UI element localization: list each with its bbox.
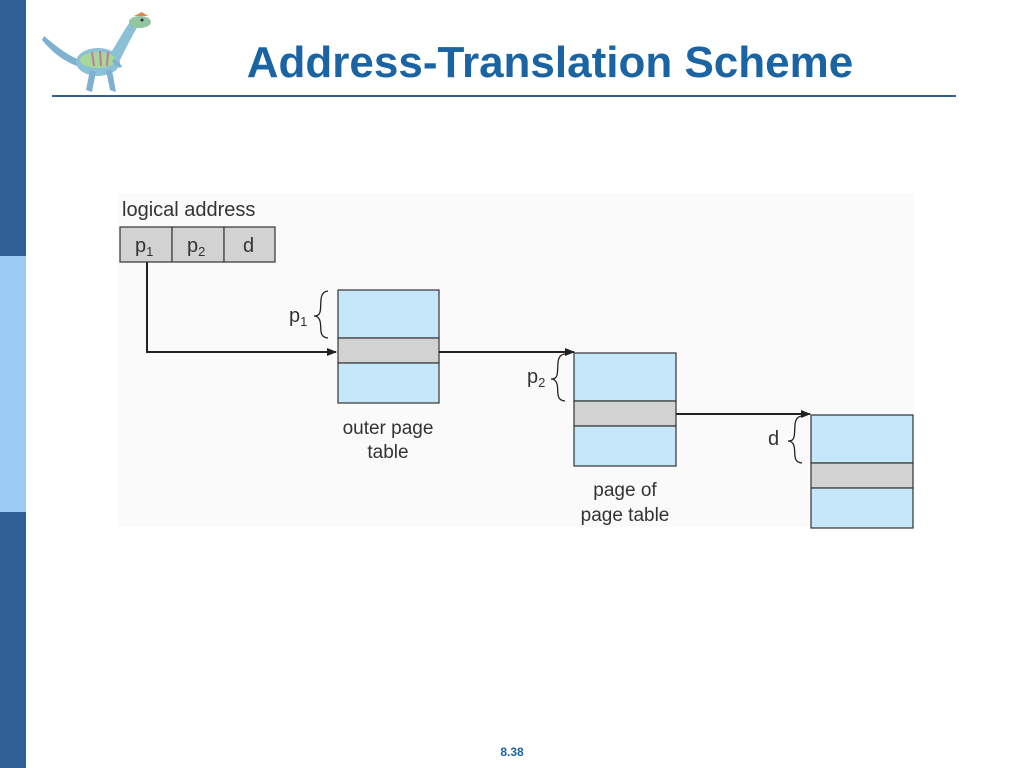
side-bar-top xyxy=(0,0,26,256)
outer-table-caption-2: table xyxy=(367,442,408,463)
outer-table-entry xyxy=(337,337,440,364)
outer-page-table xyxy=(337,289,440,404)
outer-table-index-label: p1 xyxy=(289,305,307,329)
field-p2-label: p2 xyxy=(187,235,205,259)
dinosaur-logo-icon xyxy=(42,12,151,92)
page-of-table-caption-1: page of xyxy=(593,480,657,501)
memory-page-entry xyxy=(810,462,914,489)
page-brace xyxy=(787,415,803,464)
page-of-table-entry xyxy=(573,400,677,427)
slide-number: 8.38 xyxy=(500,745,524,759)
side-bar-middle xyxy=(0,256,26,512)
field-d-label: d xyxy=(243,235,254,257)
page-of-page-table xyxy=(573,352,677,467)
title-divider xyxy=(52,95,956,97)
page-index-label: d xyxy=(768,428,779,450)
field-p1 xyxy=(119,226,173,263)
page-of-table-index-label: p2 xyxy=(527,366,545,390)
outer-table-brace xyxy=(313,290,329,339)
logical-address-label: logical address xyxy=(122,199,255,221)
arrow-p1-to-outer-table xyxy=(146,262,337,356)
memory-page xyxy=(810,414,914,529)
page-title: Address-Translation Scheme xyxy=(246,38,854,87)
outer-table-caption-1: outer page xyxy=(343,418,434,439)
page-of-table-brace xyxy=(550,353,566,402)
page-of-table-caption-2: page table xyxy=(581,505,670,526)
field-d xyxy=(223,226,276,263)
logical-address-fields: p1 p2 d xyxy=(119,226,276,263)
side-bar-bottom xyxy=(0,512,26,768)
field-p1-label: p1 xyxy=(135,235,153,259)
